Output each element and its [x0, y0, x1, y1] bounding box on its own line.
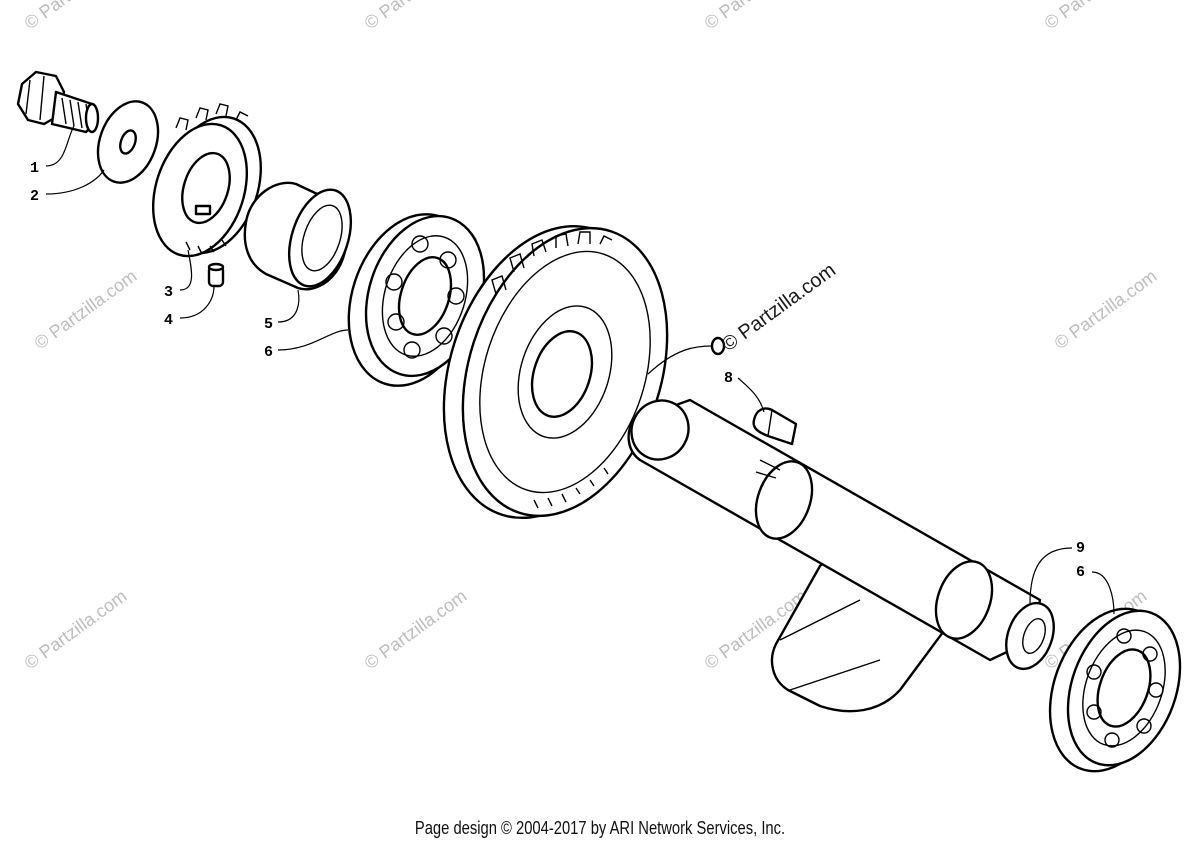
partzilla-watermark: © Partzilla.com — [31, 266, 141, 353]
partzilla-watermark: © Partzilla.com — [1041, 0, 1151, 33]
partzilla-watermark: © Partzilla.com — [361, 586, 471, 673]
callout-9: 9 — [1076, 540, 1085, 557]
callout-labels: 1 2 3 4 5 6 8 9 6 — [30, 160, 1085, 581]
partzilla-watermark: © Partzilla.com — [361, 0, 471, 33]
bolt-part-1[interactable] — [16, 70, 100, 134]
driven-gear-part-7[interactable] — [408, 199, 702, 545]
pin-part-4[interactable] — [207, 262, 225, 288]
callout-6-left: 6 — [264, 344, 273, 361]
partzilla-watermark: © Partzilla.com — [701, 0, 811, 33]
partzilla-watermark: © Partzilla.com — [21, 0, 131, 33]
callout-5: 5 — [264, 316, 273, 333]
washer-part-2[interactable] — [87, 93, 168, 191]
drive-gear-part-3[interactable] — [137, 103, 277, 268]
bearing-part-6-left[interactable] — [328, 198, 504, 402]
callout-4: 4 — [164, 312, 173, 329]
key-part-8[interactable] — [710, 336, 798, 446]
callout-2: 2 — [30, 188, 39, 205]
bearing-part-6-right[interactable] — [1029, 592, 1200, 788]
partzilla-watermark: © Partzilla.com — [21, 586, 131, 673]
leader-lines — [45, 125, 1115, 615]
partzilla-watermark: © Partzilla.com — [1051, 266, 1161, 353]
partzilla-watermark-main: © Partzilla.com — [718, 259, 840, 356]
callout-3: 3 — [164, 284, 173, 301]
bushing-part-5[interactable] — [243, 181, 362, 294]
callout-8: 8 — [724, 370, 733, 387]
shaft-part-9[interactable] — [621, 390, 1063, 713]
callout-6-right: 6 — [1076, 564, 1085, 581]
footer-copyright: Page design © 2004-2017 by ARI Network S… — [414, 818, 786, 838]
callout-1: 1 — [30, 160, 39, 177]
